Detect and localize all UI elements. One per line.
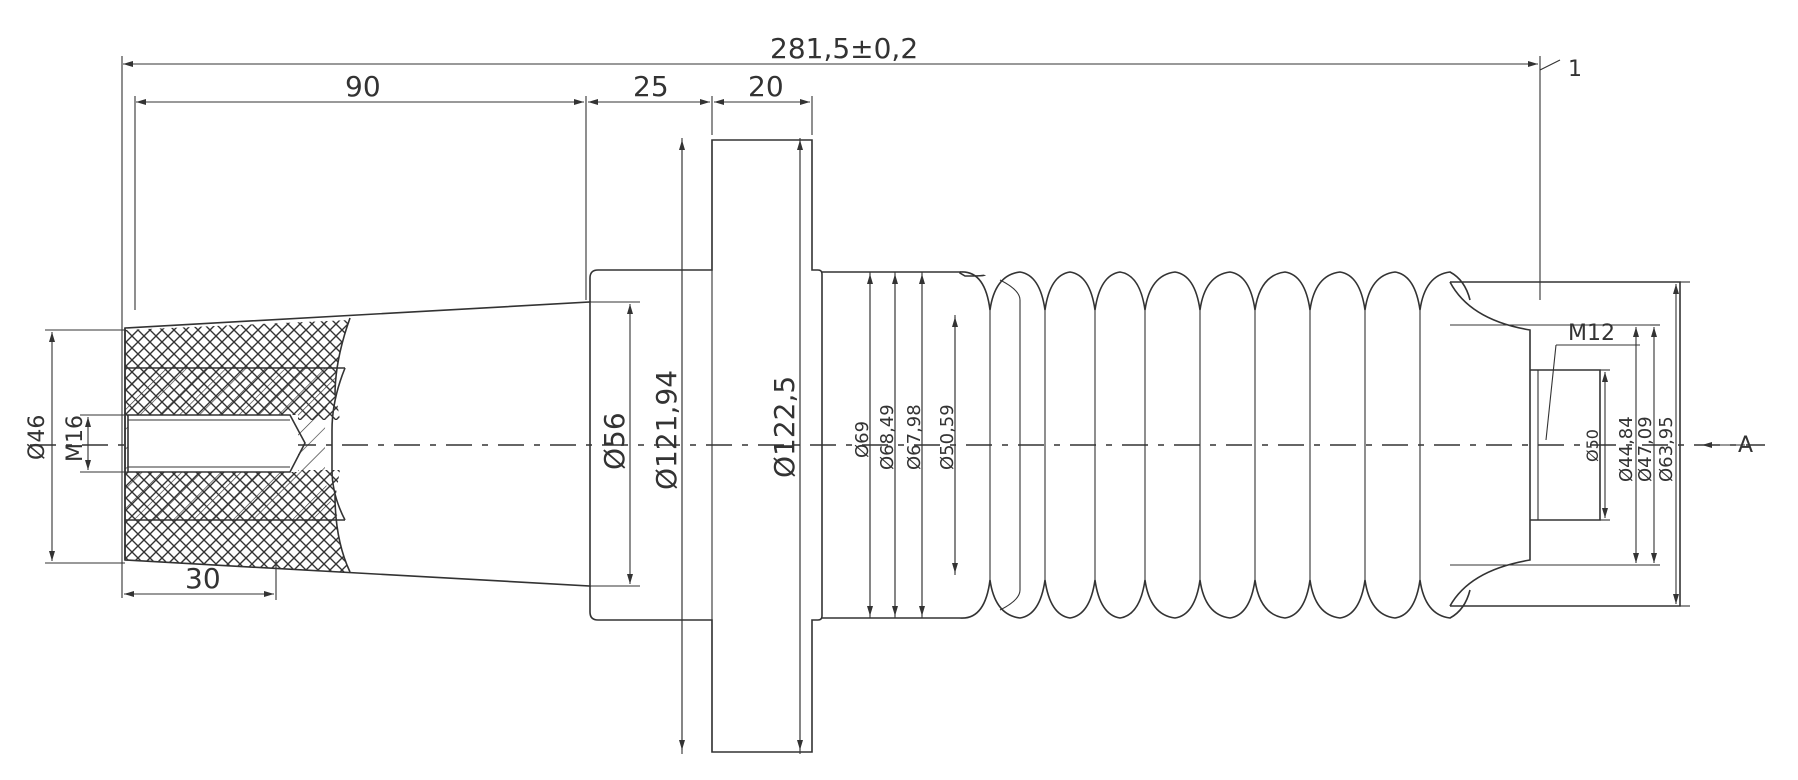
dim-dia-46: Ø46	[25, 415, 50, 460]
view-label-a: A	[1738, 433, 1753, 458]
dim-dia-63-95: Ø63,95	[1656, 416, 1677, 482]
dim-len-90: 90	[345, 70, 381, 103]
dim-dia-44-84: Ø44,84	[1616, 416, 1637, 482]
dim-len-25: 25	[633, 70, 669, 103]
dim-len-20: 20	[748, 70, 784, 103]
dim-thread-m12: M12	[1568, 321, 1615, 346]
dim-dia-69: Ø69	[852, 421, 873, 458]
dim-dia-122-5: Ø122,5	[768, 376, 801, 478]
cone-body	[124, 301, 591, 587]
dim-dia-56: Ø56	[598, 412, 631, 470]
dim-dia-67-98: Ø67,98	[904, 404, 925, 470]
dim-dia-50: Ø50	[1583, 429, 1602, 462]
dim-dia-68-49: Ø68,49	[877, 404, 898, 470]
dimensions: 281,5±0,2 1 90 25 20 30 Ø46 M16 Ø56	[25, 32, 1753, 750]
dim-thread-m16: M16	[63, 415, 88, 462]
dim-dia-50-59: Ø50,59	[937, 404, 958, 470]
dim-dia-47-09: Ø47,09	[1635, 416, 1656, 482]
dim-len-30: 30	[185, 562, 221, 595]
item-number-1: 1	[1568, 57, 1582, 82]
dim-dia-121-94: Ø121,94	[650, 370, 683, 490]
dim-overall-length: 281,5±0,2	[770, 32, 918, 65]
